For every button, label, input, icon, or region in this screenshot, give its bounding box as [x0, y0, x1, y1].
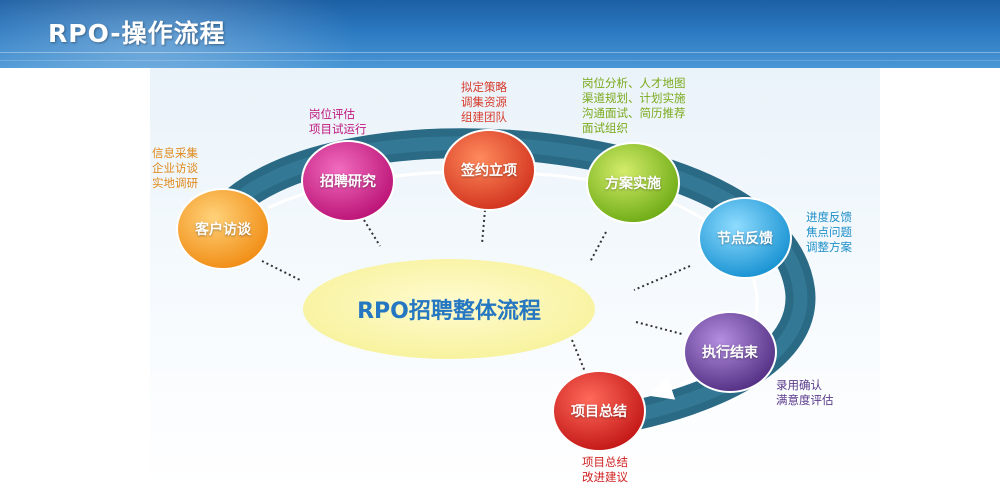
note-line: 项目总结	[582, 455, 628, 469]
note-sign-project: 拟定策略 调集资源 组建团队	[461, 80, 507, 125]
note-line: 企业访谈	[152, 161, 198, 175]
node-plan-implementation	[586, 142, 680, 224]
node-label-customer-interview: 客户访谈	[195, 222, 251, 238]
note-line: 沟通面试、简历推荐	[582, 106, 686, 120]
node-label-project-summary: 项目总结	[571, 404, 627, 420]
connector-customer-interview	[261, 260, 301, 281]
note-line: 拟定策略	[461, 80, 507, 94]
note-customer-interview: 信息采集 企业访谈 实地调研	[152, 146, 198, 191]
header-line	[0, 60, 1000, 61]
node-label-execution-end: 执行结束	[702, 345, 758, 361]
note-line: 焦点问题	[806, 225, 852, 239]
note-plan-implementation: 岗位分析、人才地图 渠道规划、计划实施 沟通面试、简历推荐 面试组织	[582, 76, 686, 136]
node-label-plan-implementation: 方案实施	[605, 176, 661, 192]
connector-execution-end	[635, 321, 683, 335]
center-ellipse	[303, 259, 595, 359]
node-sign-project	[442, 129, 536, 211]
note-line: 调集资源	[461, 95, 507, 109]
note-line: 进度反馈	[806, 210, 852, 224]
note-line: 改进建议	[582, 470, 628, 484]
note-recruit-research: 岗位评估 项目试运行	[309, 107, 367, 137]
node-execution-end	[683, 311, 777, 393]
header-line	[0, 52, 1000, 53]
connector-project-summary	[571, 339, 587, 375]
center-label: RPO招聘整体流程	[357, 299, 541, 324]
note-node-feedback: 进度反馈 焦点问题 调整方案	[806, 210, 852, 255]
note-line: 信息采集	[152, 146, 198, 160]
note-line: 录用确认	[776, 378, 822, 392]
note-line: 岗位分析、人才地图	[582, 76, 686, 90]
node-label-node-feedback: 节点反馈	[717, 231, 773, 247]
note-line: 调整方案	[806, 240, 852, 254]
note-line: 项目试运行	[309, 122, 367, 136]
header-bar: RPO-操作流程	[0, 0, 1000, 68]
note-line: 实地调研	[152, 176, 198, 190]
node-label-recruit-research: 招聘研究	[320, 174, 376, 190]
node-label-sign-project: 签约立项	[461, 163, 517, 179]
node-feedback	[698, 197, 792, 279]
note-project-summary: 项目总结 改进建议	[582, 455, 628, 485]
note-line: 面试组织	[582, 121, 628, 135]
header-glow	[0, 0, 360, 68]
note-line: 渠道规划、计划实施	[582, 91, 686, 105]
connector-plan-implementation	[589, 231, 607, 263]
node-recruit-research	[301, 140, 395, 222]
page-title: RPO-操作流程	[48, 19, 226, 48]
node-project-summary	[552, 370, 646, 452]
connector-recruit-research	[363, 219, 381, 247]
dotted-connectors	[261, 209, 691, 375]
note-line: 组建团队	[461, 110, 507, 124]
note-execution-end: 录用确认 满意度评估	[776, 378, 834, 408]
connector-sign-project	[481, 209, 486, 245]
note-line: 岗位评估	[309, 107, 355, 121]
connector-node-feedback	[633, 265, 691, 291]
node-customer-interview	[176, 188, 270, 270]
note-line: 满意度评估	[776, 393, 834, 407]
